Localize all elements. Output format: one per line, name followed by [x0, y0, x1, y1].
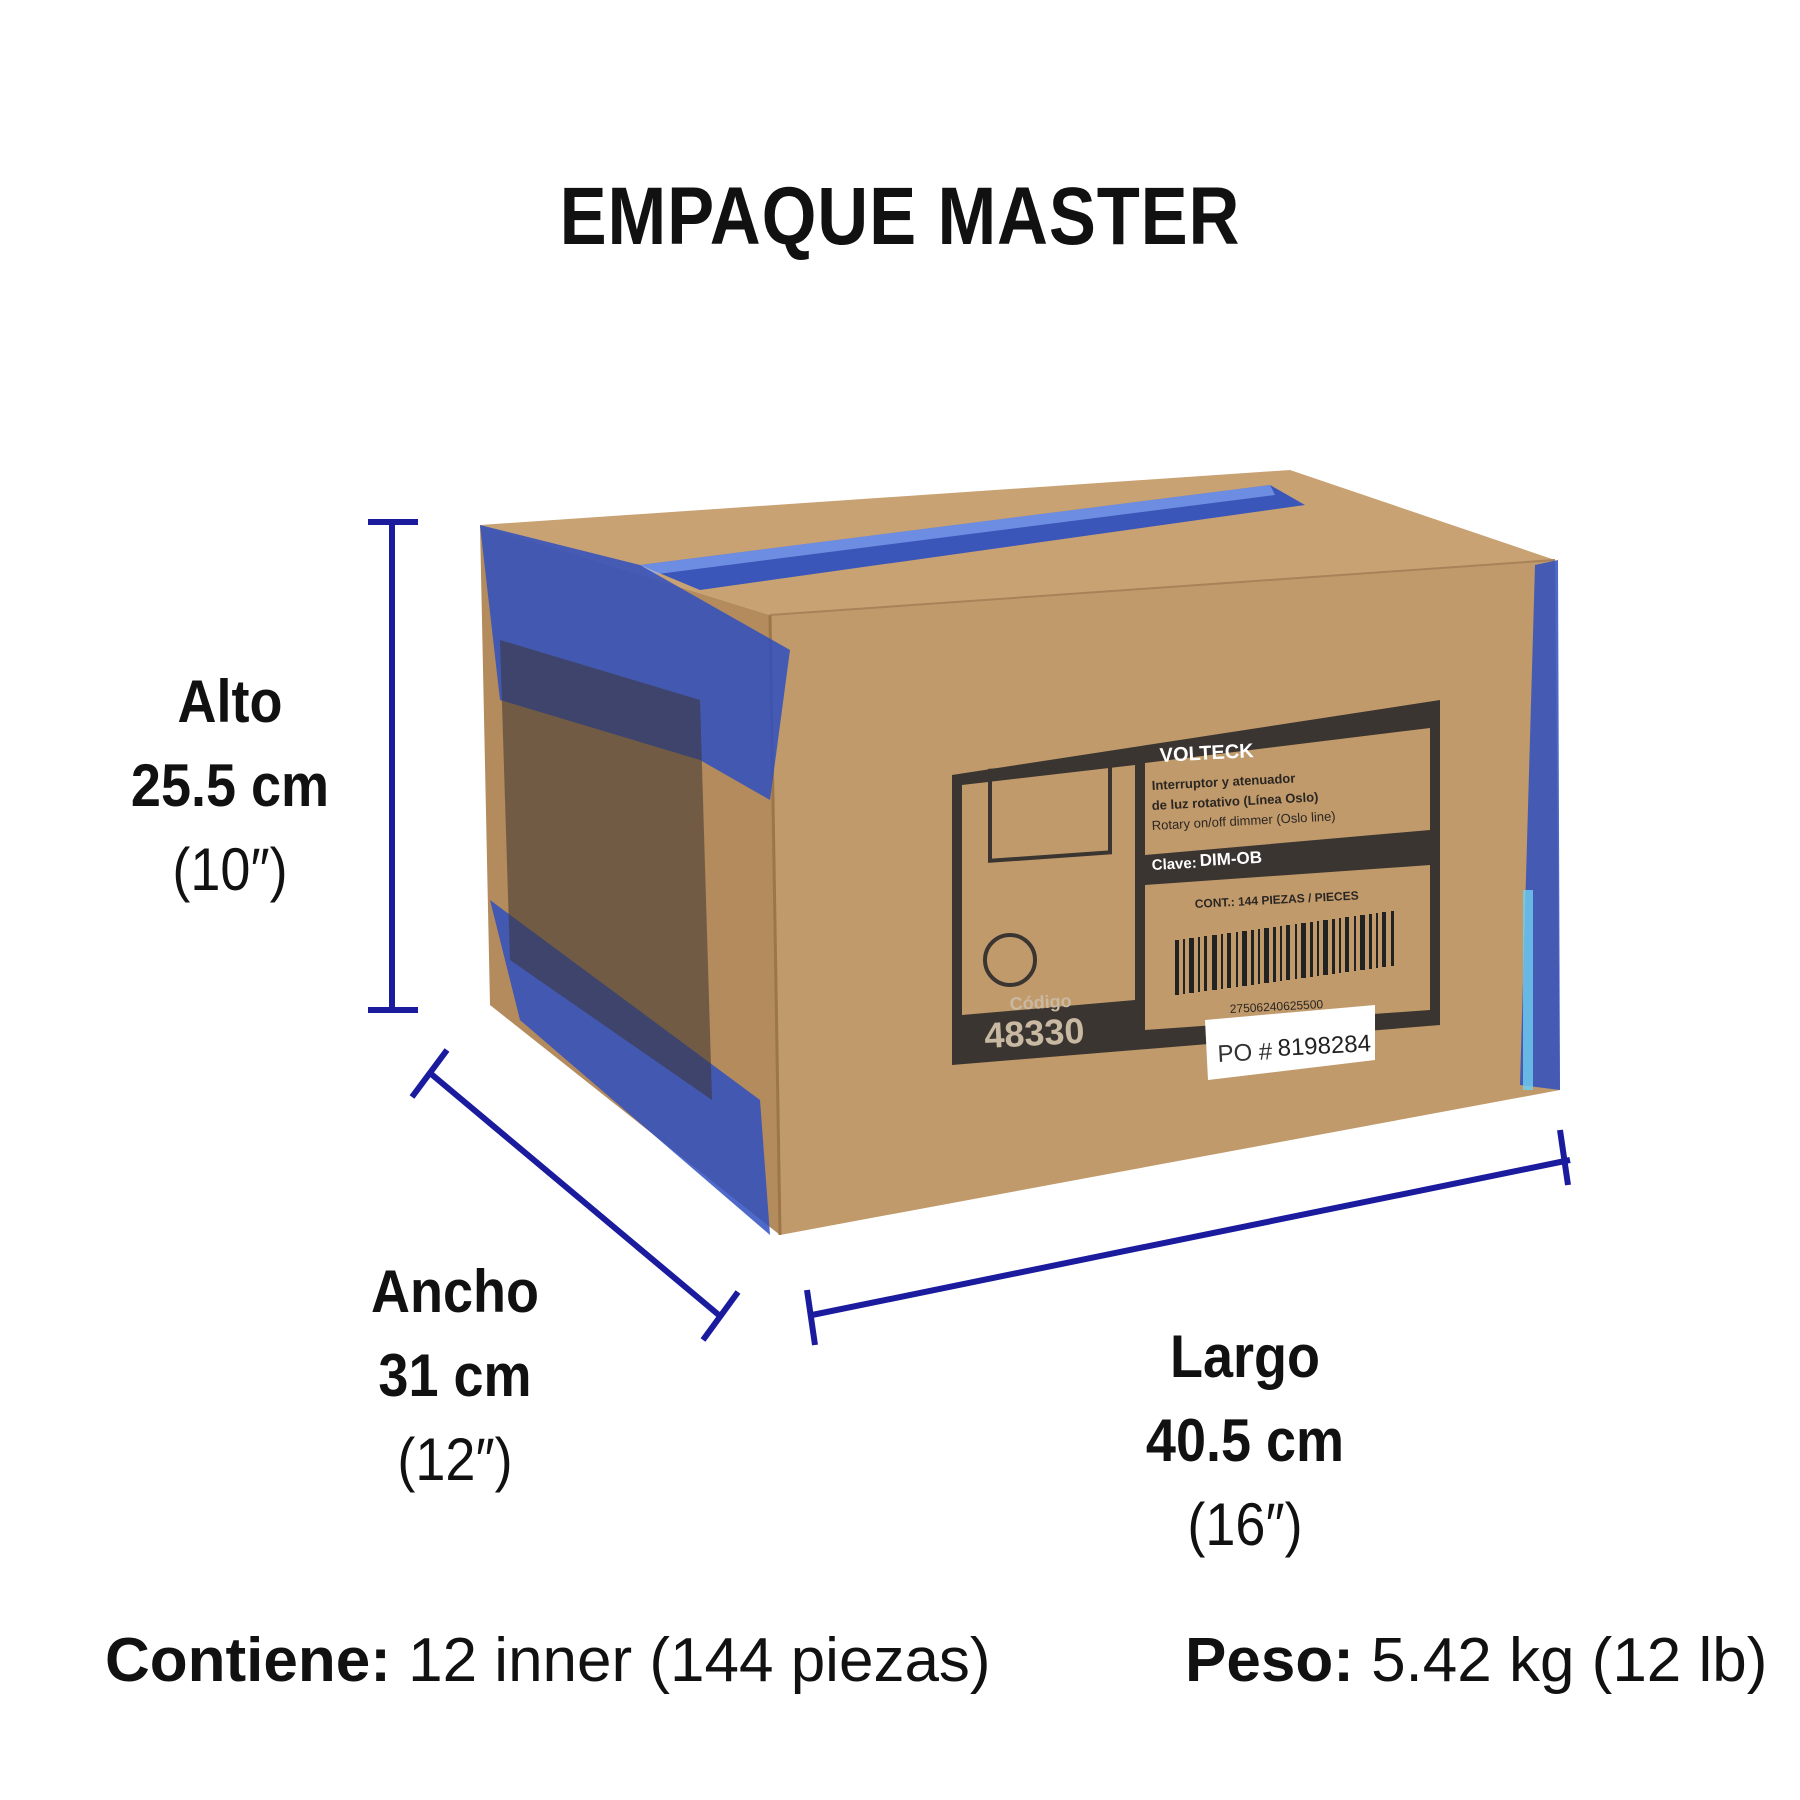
height-label: Alto 25.5 cm (10″)	[110, 660, 350, 912]
barcode	[1175, 911, 1394, 995]
po-label: PO #	[1217, 1038, 1274, 1068]
contents-info: Contiene: 12 inner (144 piezas)	[105, 1625, 991, 1696]
label-codigo: Código	[1009, 991, 1072, 1014]
height-dimension-line	[368, 519, 418, 1013]
height-metric: 25.5 cm	[130, 752, 330, 819]
tape-side-top	[480, 525, 790, 800]
contents-value: 12 inner (144 piezas)	[408, 1626, 991, 1695]
side-shipping-label	[500, 640, 712, 1100]
po-sticker: PO # 8198284	[1205, 1005, 1375, 1080]
front-shipping-label: VOLTECK Interruptor y atenuador de luz r…	[952, 700, 1440, 1065]
weight-info: Peso: 5.42 kg (12 lb)	[1185, 1625, 1767, 1696]
length-label-title: Largo	[1169, 1323, 1320, 1390]
po-value: 8198284	[1277, 1030, 1372, 1062]
length-metric: 40.5 cm	[1145, 1407, 1345, 1474]
height-imperial: (10″)	[172, 836, 288, 903]
weight-label: Peso:	[1185, 1626, 1354, 1695]
width-imperial: (12″)	[397, 1426, 513, 1493]
length-dimension-line	[804, 1129, 1571, 1346]
label-brand: VOLTECK	[1159, 740, 1255, 767]
length-label: Largo 40.5 cm (16″)	[1095, 1315, 1395, 1567]
label-clave: Clave:	[1151, 855, 1197, 874]
width-dimension-line	[409, 1048, 741, 1342]
label-codigo-value: 48330	[983, 1010, 1085, 1056]
height-label-title: Alto	[177, 668, 283, 735]
width-metric: 31 cm	[378, 1342, 532, 1409]
weight-value: 5.42 kg (12 lb)	[1371, 1626, 1768, 1695]
label-clave-value: DIM-OB	[1199, 848, 1262, 870]
width-label: Ancho 31 cm (12″)	[330, 1250, 580, 1502]
page-title: EMPAQUE MASTER	[559, 171, 1241, 262]
width-label-title: Ancho	[371, 1258, 539, 1325]
contents-label: Contiene:	[105, 1626, 391, 1695]
label-barcode-number: 27506240625500	[1229, 997, 1323, 1016]
length-imperial: (16″)	[1187, 1491, 1303, 1558]
